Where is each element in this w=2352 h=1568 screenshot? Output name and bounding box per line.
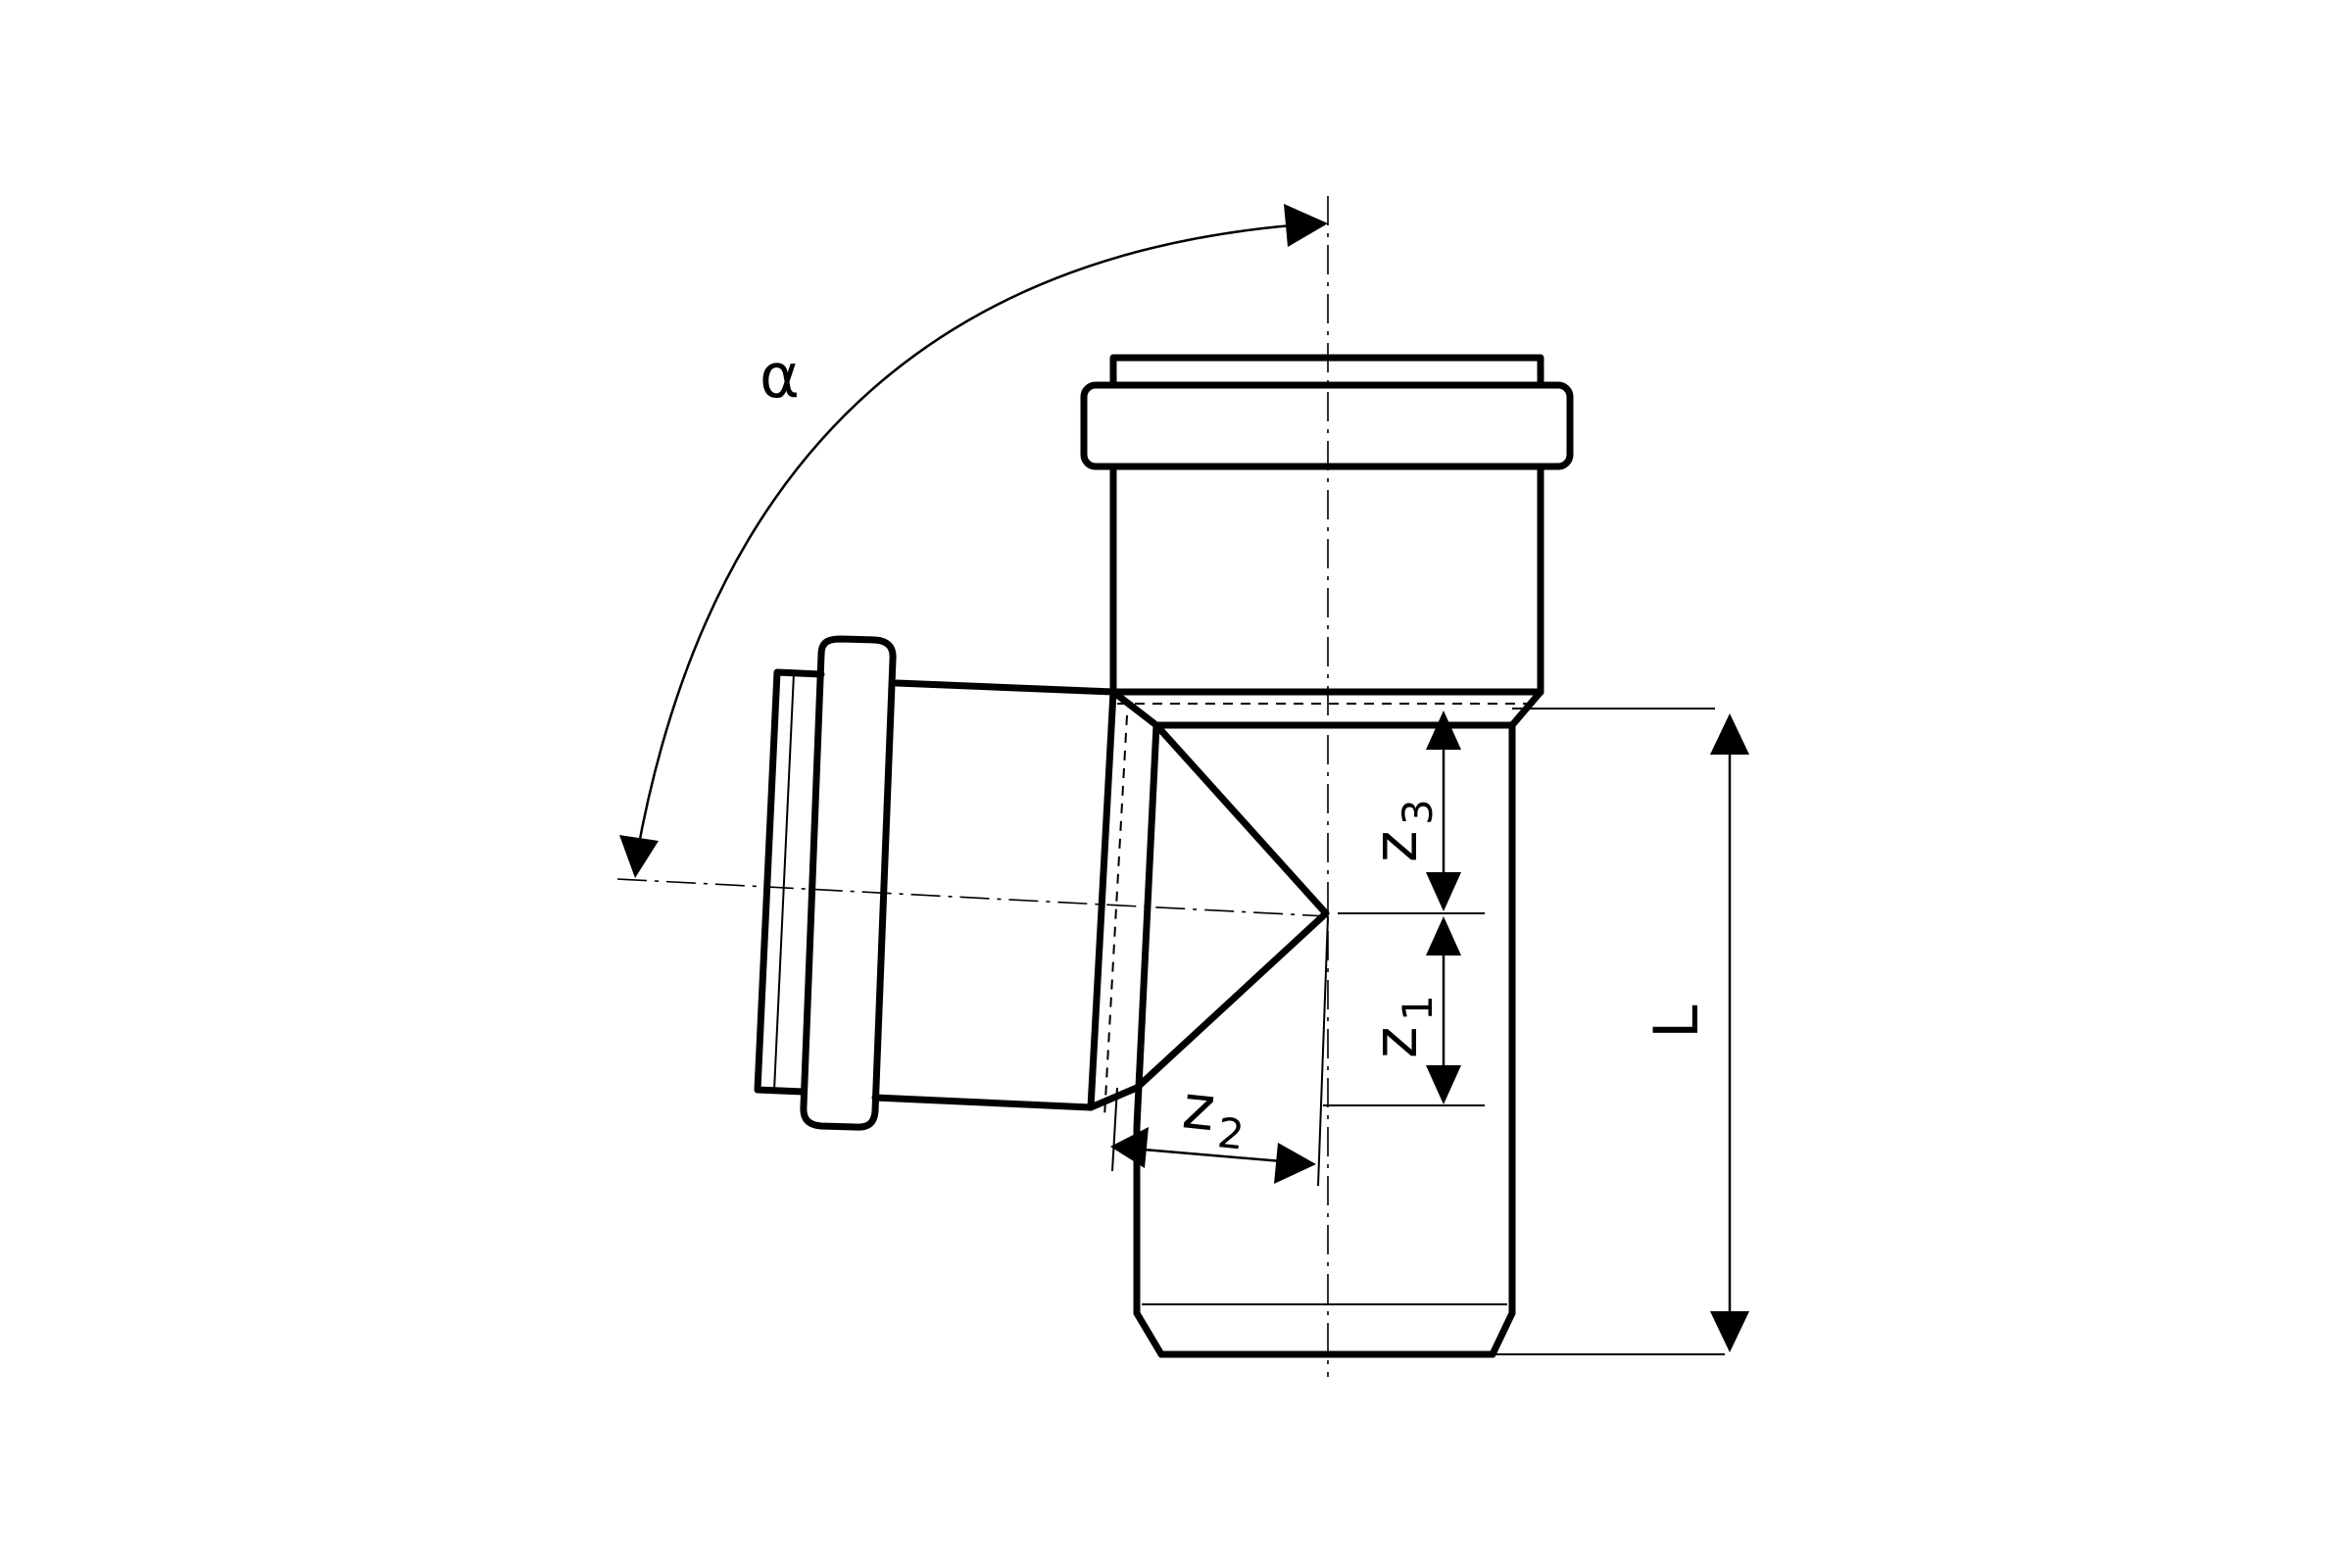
z3-dimension: z 3 <box>1338 708 1715 914</box>
z2-label: z <box>1179 1070 1218 1145</box>
branch-body <box>871 679 1330 1131</box>
top-socket <box>1080 354 1574 696</box>
alpha-label: α <box>760 340 800 412</box>
z3-label: z <box>1359 830 1431 862</box>
main-pipe-body <box>1117 688 1544 1358</box>
branch-end-line <box>1317 915 1329 1187</box>
z1-label: z <box>1359 1026 1431 1058</box>
l-dimension: L <box>1493 713 1749 1355</box>
z3-subscript: 3 <box>1394 799 1442 825</box>
z1-subscript: 1 <box>1394 995 1442 1021</box>
branch-socket <box>754 635 897 1131</box>
alpha-dimension: α <box>619 204 1328 878</box>
z2-subscript: 2 <box>1215 1108 1247 1159</box>
z2-dimension: z 2 <box>1110 1070 1316 1184</box>
l-label: L <box>1641 1004 1712 1039</box>
branch-axis <box>616 878 1329 917</box>
z1-dimension: z 1 <box>1323 916 1485 1106</box>
